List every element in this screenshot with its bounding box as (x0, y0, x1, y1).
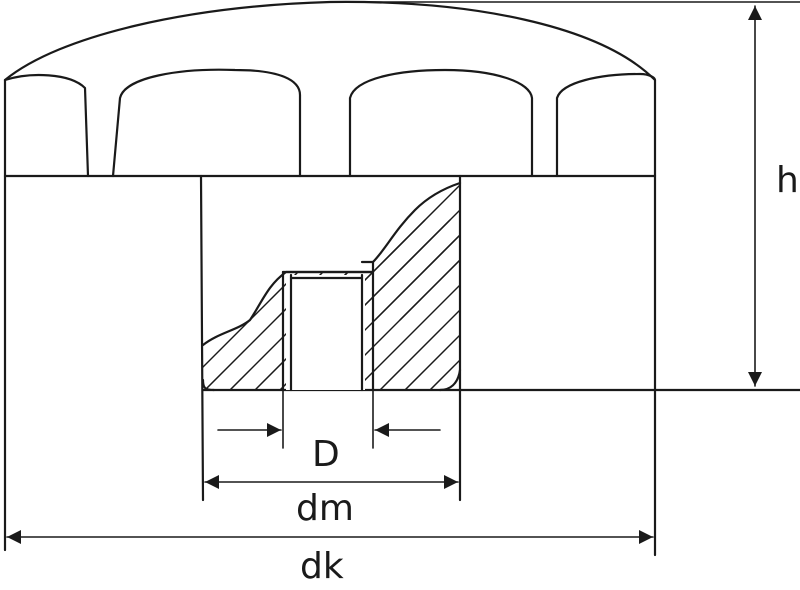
break-line-right (371, 181, 462, 264)
h-label: h (776, 160, 799, 201)
bore-void (286, 275, 365, 390)
cutaway-left-edge (199, 174, 205, 502)
dm-label: dm (296, 488, 354, 529)
break-line-left (201, 270, 375, 347)
dimension-dk: dk (6, 530, 654, 587)
knob-body (3, 174, 800, 557)
section-hatching (203, 183, 460, 390)
dk-label: dk (300, 546, 344, 587)
crown-lobe-3 (348, 68, 534, 178)
dimension-dm: dm (204, 475, 459, 529)
knob-crown (3, 0, 657, 178)
insert-section (201, 181, 462, 392)
dimension-D: D (217, 389, 441, 475)
dimension-h: h (329, 1, 800, 387)
crown-lobe-2 (111, 68, 302, 178)
section-corner-left (201, 378, 216, 392)
D-label: D (312, 434, 340, 475)
section-corner-right (438, 368, 462, 392)
crown-lobe-1 (3, 73, 90, 178)
crown-lobe-4 (555, 72, 657, 178)
